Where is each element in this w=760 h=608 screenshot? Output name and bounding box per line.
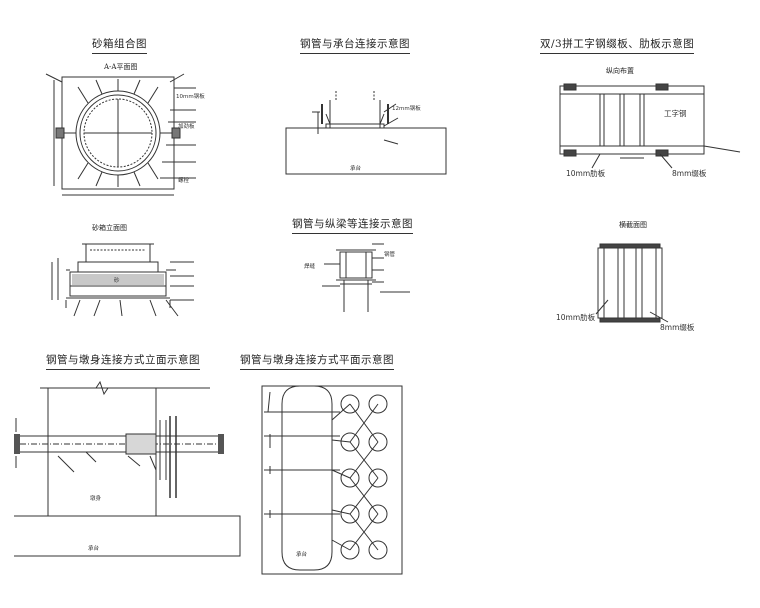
label-pier: 墩身: [90, 496, 102, 502]
sandbox-elevation-view: [52, 244, 194, 316]
label-pipe: 钢管: [384, 252, 396, 258]
label-bolt: 螺栓: [178, 178, 190, 184]
title-pier-elev: 钢管与墩身连接方式立面示意图: [46, 354, 200, 370]
label-cap3: 承台: [296, 552, 308, 558]
title-sandbox: 砂箱组合图: [92, 38, 147, 54]
pile-cap-connection-view: [286, 90, 446, 174]
stiffener-side-view: [560, 84, 740, 168]
label-sand: 砂: [114, 278, 120, 284]
subtitle-aa-plan: A-A平面图: [104, 63, 138, 71]
label-cap: 承台: [350, 166, 362, 172]
label-i-beam: 工字钢: [664, 109, 687, 118]
title-stringer: 钢管与纵梁等连接示意图: [292, 218, 413, 234]
label-batten-8: 8mm缀板: [672, 169, 707, 178]
sandbox-plan-view: [46, 74, 196, 195]
pier-elevation-view: [14, 382, 240, 556]
label-rib-10b: 10mm肋板: [556, 313, 596, 322]
subtitle-side-layout: 纵向布置: [606, 67, 634, 75]
pier-bolt-heads: [14, 434, 224, 454]
label-batten-8b: 8mm缀板: [660, 323, 695, 332]
label-rib-10: 10mm肋板: [566, 169, 606, 178]
label-stiff-plate: 加劲板: [178, 124, 195, 130]
label-cap2: 承台: [88, 546, 100, 552]
title-stiffener: 双/3拼工字钢缀板、肋板示意图: [540, 38, 695, 54]
label-steel-plate: 10mm钢板: [176, 94, 205, 100]
sand-fill: [72, 274, 164, 285]
stiffener-section-view: [596, 244, 668, 322]
title-pile-cap: 钢管与承台连接示意图: [300, 38, 410, 54]
title-pier-plan: 钢管与墩身连接方式平面示意图: [240, 354, 394, 370]
label-base-plate: 12mm钢板: [392, 106, 421, 112]
pier-plan-view: [262, 386, 402, 574]
subtitle-section: 横截面图: [619, 221, 647, 229]
label-weld: 焊缝: [304, 264, 316, 270]
subtitle-sand-elev: 砂箱立面图: [92, 224, 127, 232]
stringer-connection-view: [322, 244, 410, 312]
